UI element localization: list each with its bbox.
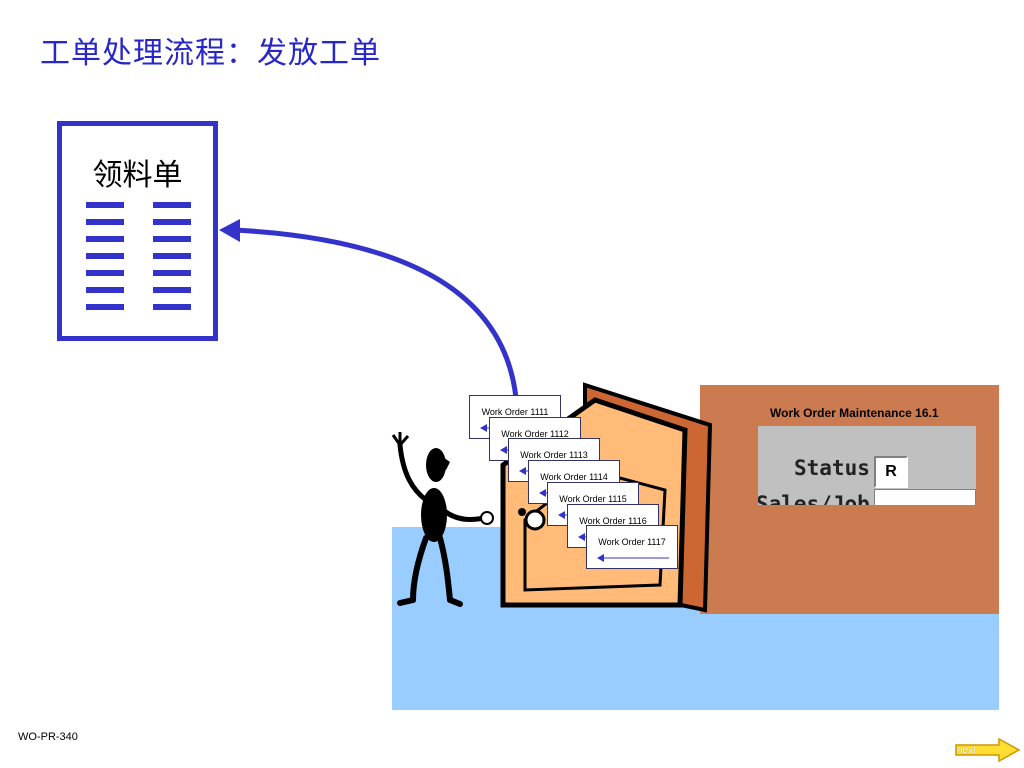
arrow-right-icon — [955, 738, 1021, 762]
status-label: Status: — [794, 456, 883, 480]
person-cap — [433, 450, 450, 470]
requisition-line — [86, 202, 124, 208]
person-leg-left — [410, 535, 429, 603]
person-hand-right — [480, 511, 494, 525]
work-order-label: Work Order 1113 — [520, 450, 588, 460]
flow-arrow-path — [234, 227, 519, 399]
requisition-document: 领料单 — [57, 121, 218, 341]
requisition-line — [86, 270, 124, 276]
work-order-window-title: Work Order Maintenance 16.1 — [770, 406, 939, 420]
requisition-line — [153, 253, 191, 259]
person-leg-right — [437, 535, 453, 603]
requisition-line — [153, 270, 191, 276]
next-button[interactable]: next — [955, 738, 1021, 762]
work-order-card[interactable]: Work Order 1117 — [586, 525, 678, 569]
doorknob-base — [518, 508, 526, 516]
work-order-label: Work Order 1114 — [540, 472, 608, 482]
requisition-line — [86, 219, 124, 225]
requisition-line — [86, 304, 124, 310]
sales-job-field[interactable] — [874, 489, 976, 505]
requisition-line — [153, 287, 191, 293]
work-order-label: Work Order 1117 — [598, 537, 666, 547]
requisition-title: 领料单 — [92, 158, 183, 193]
requisition-line — [153, 202, 191, 208]
requisition-line — [86, 236, 124, 242]
person-arm-left — [397, 442, 429, 503]
person-icon — [391, 432, 494, 607]
arrow-left-icon — [597, 554, 669, 562]
requisition-lines-right — [153, 202, 191, 321]
document-code: WO-PR-340 — [18, 731, 78, 743]
flow-arrow-head — [219, 219, 240, 242]
requisition-line — [153, 304, 191, 310]
page-title: 工单处理流程：发放工单 — [40, 36, 381, 71]
person-hand-left — [391, 432, 410, 446]
work-order-label: Work Order 1111 — [481, 407, 549, 417]
work-order-screen: Status: R Sales/Job: — [758, 426, 976, 505]
requisition-line — [86, 253, 124, 259]
doorknob — [524, 509, 546, 531]
person-foot-right — [447, 597, 463, 607]
status-field[interactable]: R — [874, 456, 908, 488]
work-order-label: Work Order 1112 — [501, 429, 569, 439]
work-order-label: Work Order 1116 — [579, 516, 647, 526]
next-label: next — [957, 745, 976, 756]
requisition-line — [86, 287, 124, 293]
requisition-line — [153, 236, 191, 242]
sales-job-label: Sales/Job: — [758, 492, 883, 505]
work-order-label: Work Order 1115 — [559, 494, 627, 504]
person-foot-left — [397, 597, 416, 606]
requisition-lines-left — [86, 202, 124, 321]
person-arm-right — [440, 507, 488, 523]
requisition-line — [153, 219, 191, 225]
